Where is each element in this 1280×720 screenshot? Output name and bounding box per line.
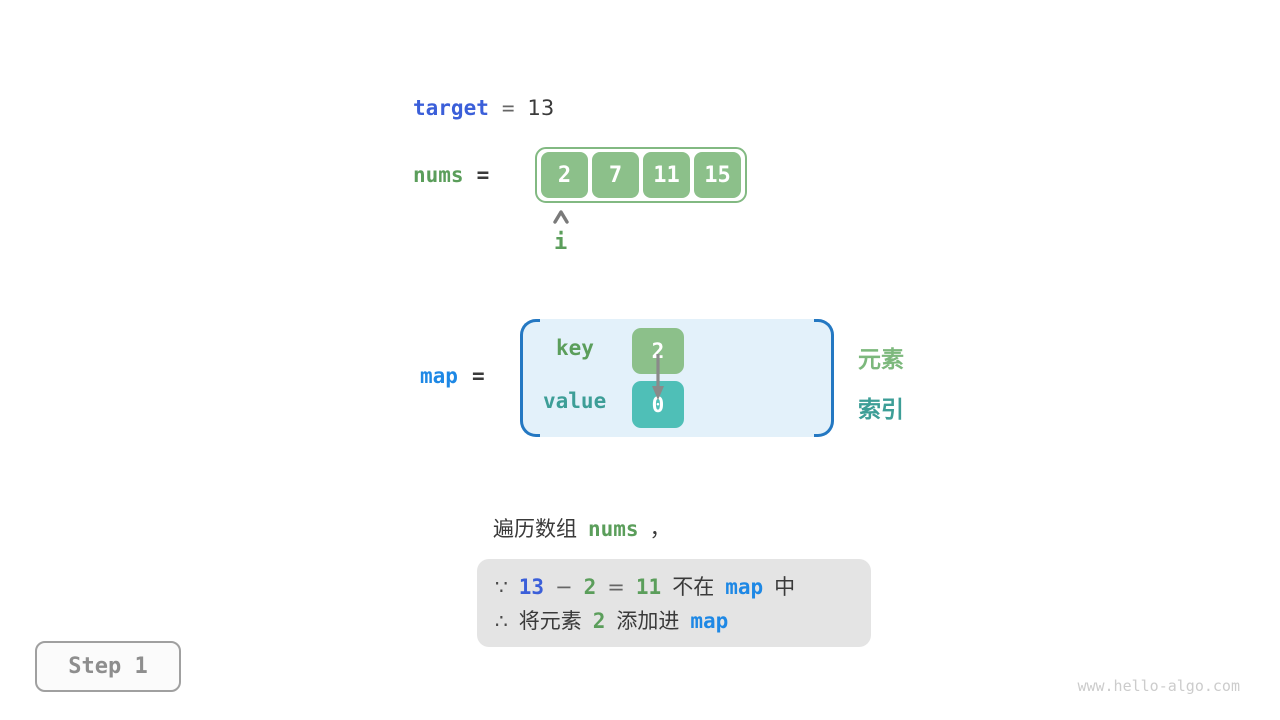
caption-prefix: 遍历数组 [493,517,577,541]
note-difference-value: 11 [635,575,662,599]
therefore-symbol: ∴ [495,609,508,633]
reasoning-line-1: ∵ 13 − 2 = 11 不在 map 中 [495,571,853,601]
nums-equals: = [476,163,490,187]
legend-index: 索引 [858,397,904,423]
note-code-map: map [725,575,764,599]
target-equals: = [501,96,515,120]
nums-var: nums [413,163,464,187]
note-text-not-in: 不在 [672,575,715,599]
minus-sign: − [555,575,573,599]
nums-array: 2 7 11 15 [535,147,747,203]
target-value: 13 [527,96,555,120]
map-equals: = [471,364,485,388]
note-text-in: 中 [774,575,796,599]
pointer-up-arrow-icon [553,210,569,224]
array-cell: 2 [541,152,588,198]
array-cell: 11 [643,152,690,198]
watermark: www.hello-algo.com [1077,677,1240,695]
map-key-label: key [556,336,594,360]
note-element-value: 2 [583,575,597,599]
note-text-add-element: 将元素 [518,609,582,633]
equals-sign: = [607,575,625,599]
because-symbol: ∵ [495,575,508,599]
map-container: key value 2 0 [520,319,834,437]
caption-code-nums: nums [588,517,639,541]
map-right-bracket [814,319,834,437]
nums-label: nums = [413,163,489,187]
target-line: target = 13 [413,96,554,120]
note-text-add-into: 添加进 [616,609,680,633]
note-added-value: 2 [592,609,606,633]
step-label: Step 1 [68,654,148,679]
legend-element: 元素 [858,347,904,373]
key-to-value-arrow-icon [652,354,664,400]
caption-suffix: ， [649,517,671,541]
array-cell: 7 [592,152,639,198]
map-left-bracket [520,319,540,437]
array-cell: 15 [694,152,741,198]
map-label: map = [420,364,485,388]
map-value-label: value [543,389,607,413]
note-target-value: 13 [518,575,545,599]
reasoning-line-2: ∴ 将元素 2 添加进 map [495,605,853,635]
caption-line: 遍历数组 nums ， [493,513,671,543]
map-var: map [420,364,458,388]
pointer-label-i: i [554,230,568,255]
reasoning-box: ∵ 13 − 2 = 11 不在 map 中 ∴ 将元素 2 添加进 map [477,559,871,647]
target-var: target [413,96,489,120]
step-badge: Step 1 [35,641,181,692]
note-code-map-2: map [690,609,729,633]
